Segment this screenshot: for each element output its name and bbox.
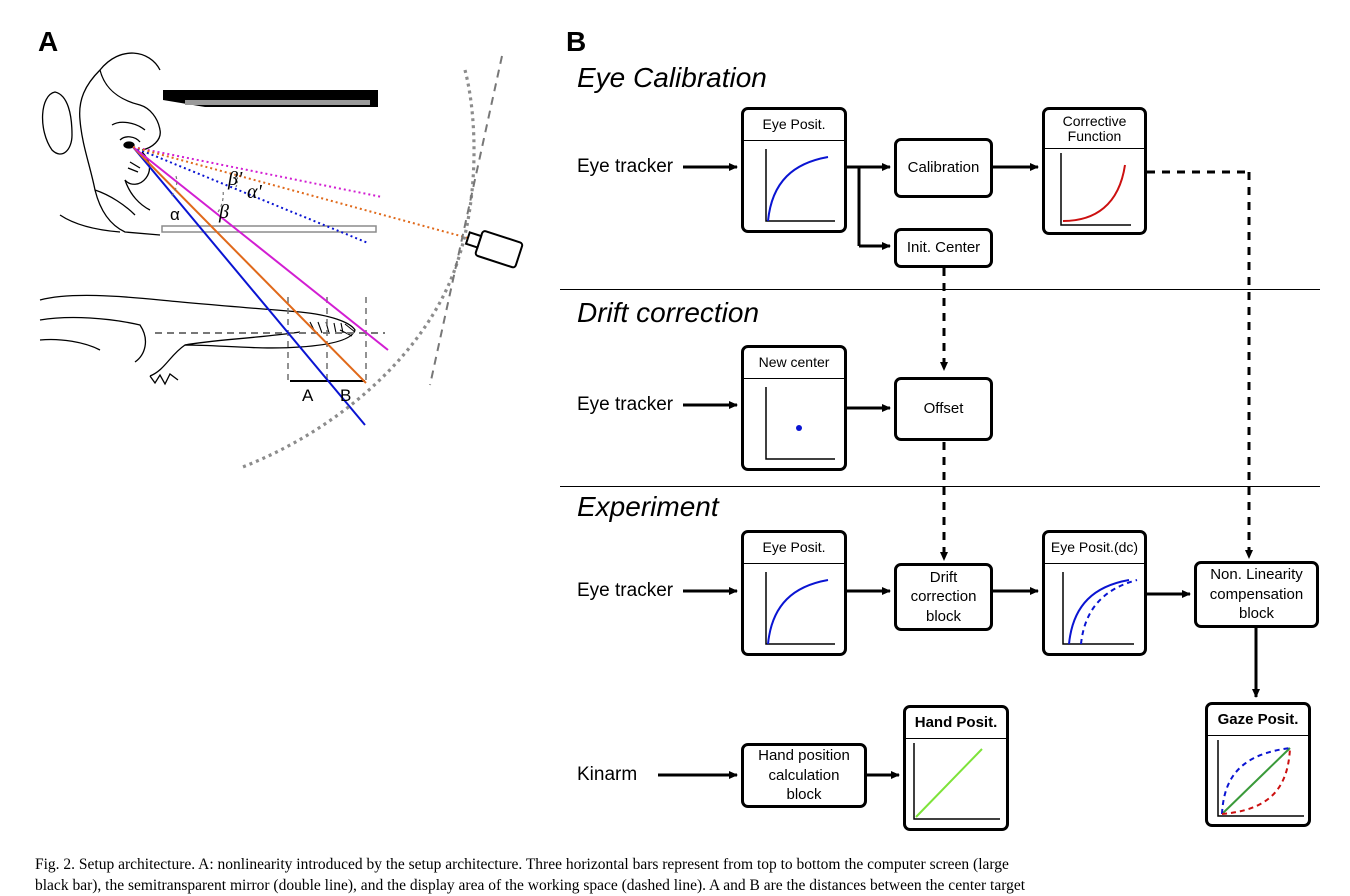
divider-2 bbox=[560, 486, 1320, 487]
plot-title: New center bbox=[744, 348, 844, 379]
corrective-function-plot: Corrective Function bbox=[1042, 107, 1147, 235]
center-point bbox=[796, 425, 802, 431]
input-eye-tracker-calibration: Eye tracker bbox=[577, 156, 674, 177]
plot-title: Eye Posit. bbox=[744, 533, 844, 564]
curve bbox=[767, 579, 829, 645]
section-eye-calibration: Eye Calibration bbox=[577, 62, 767, 93]
curve-red-dashed bbox=[1221, 747, 1291, 815]
eye-posit-dc-plot: Eye Posit.(dc) bbox=[1042, 530, 1147, 656]
panel-b-label: B bbox=[566, 26, 587, 57]
panel-a-illustration bbox=[39, 52, 524, 470]
beta-prime-label: β' bbox=[228, 168, 243, 190]
calibration-block: Calibration bbox=[894, 138, 993, 198]
line bbox=[1221, 747, 1291, 815]
alpha-label: α bbox=[170, 205, 180, 224]
caption-line-1: Fig. 2. Setup architecture. A: nonlinear… bbox=[35, 856, 1009, 873]
monkey-arm bbox=[39, 294, 356, 386]
camera-icon bbox=[464, 230, 524, 269]
section-drift-correction: Drift correction bbox=[577, 297, 760, 328]
line bbox=[915, 748, 983, 818]
curve-dashed bbox=[1080, 579, 1138, 645]
caption-line-2: black bar), the semitransparent mirror (… bbox=[35, 877, 1026, 894]
input-kinarm: Kinarm bbox=[577, 764, 638, 785]
alpha-prime-label: α' bbox=[247, 181, 262, 203]
plot-title: Gaze Posit. bbox=[1208, 705, 1308, 736]
init-center-block: Init. Center bbox=[894, 228, 993, 268]
curve bbox=[1068, 579, 1130, 645]
figure-caption: Fig. 2. Setup architecture. A: nonlinear… bbox=[35, 854, 1320, 896]
input-eye-tracker-experiment: Eye tracker bbox=[577, 580, 674, 601]
plot-title: Hand Posit. bbox=[906, 708, 1006, 739]
mirror bbox=[161, 225, 377, 233]
offset-block: Offset bbox=[894, 377, 993, 441]
monkey-head bbox=[41, 52, 161, 236]
nonlinearity-compensation-block: Non. Linearity compensation block bbox=[1194, 561, 1319, 628]
gaze-posit-plot: Gaze Posit. bbox=[1205, 702, 1311, 827]
curve bbox=[767, 156, 829, 222]
hand-posit-plot: Hand Posit. bbox=[903, 705, 1009, 831]
input-eye-tracker-drift: Eye tracker bbox=[577, 394, 674, 415]
plot-title: Eye Posit.(dc) bbox=[1045, 533, 1144, 564]
beta-label: β bbox=[219, 201, 229, 223]
plot-title: Eye Posit. bbox=[744, 110, 844, 141]
plot-title: Corrective Function bbox=[1045, 110, 1144, 149]
curve bbox=[1062, 164, 1126, 222]
curve-blue-dashed bbox=[1221, 747, 1291, 815]
hand-position-calculation-block: Hand position calculation block bbox=[741, 743, 867, 808]
panel-a-label: A bbox=[38, 26, 59, 57]
eye-posit-plot-experiment: Eye Posit. bbox=[741, 530, 847, 656]
drift-correction-block: Drift correction block bbox=[894, 563, 993, 631]
distance-b-label: B bbox=[340, 386, 352, 405]
divider-1 bbox=[560, 289, 1320, 290]
section-experiment: Experiment bbox=[577, 491, 719, 522]
arc-dotted bbox=[239, 69, 476, 470]
new-center-plot: New center bbox=[741, 345, 847, 471]
distance-a-label: A bbox=[302, 386, 314, 405]
eye-posit-plot-calibration: Eye Posit. bbox=[741, 107, 847, 233]
